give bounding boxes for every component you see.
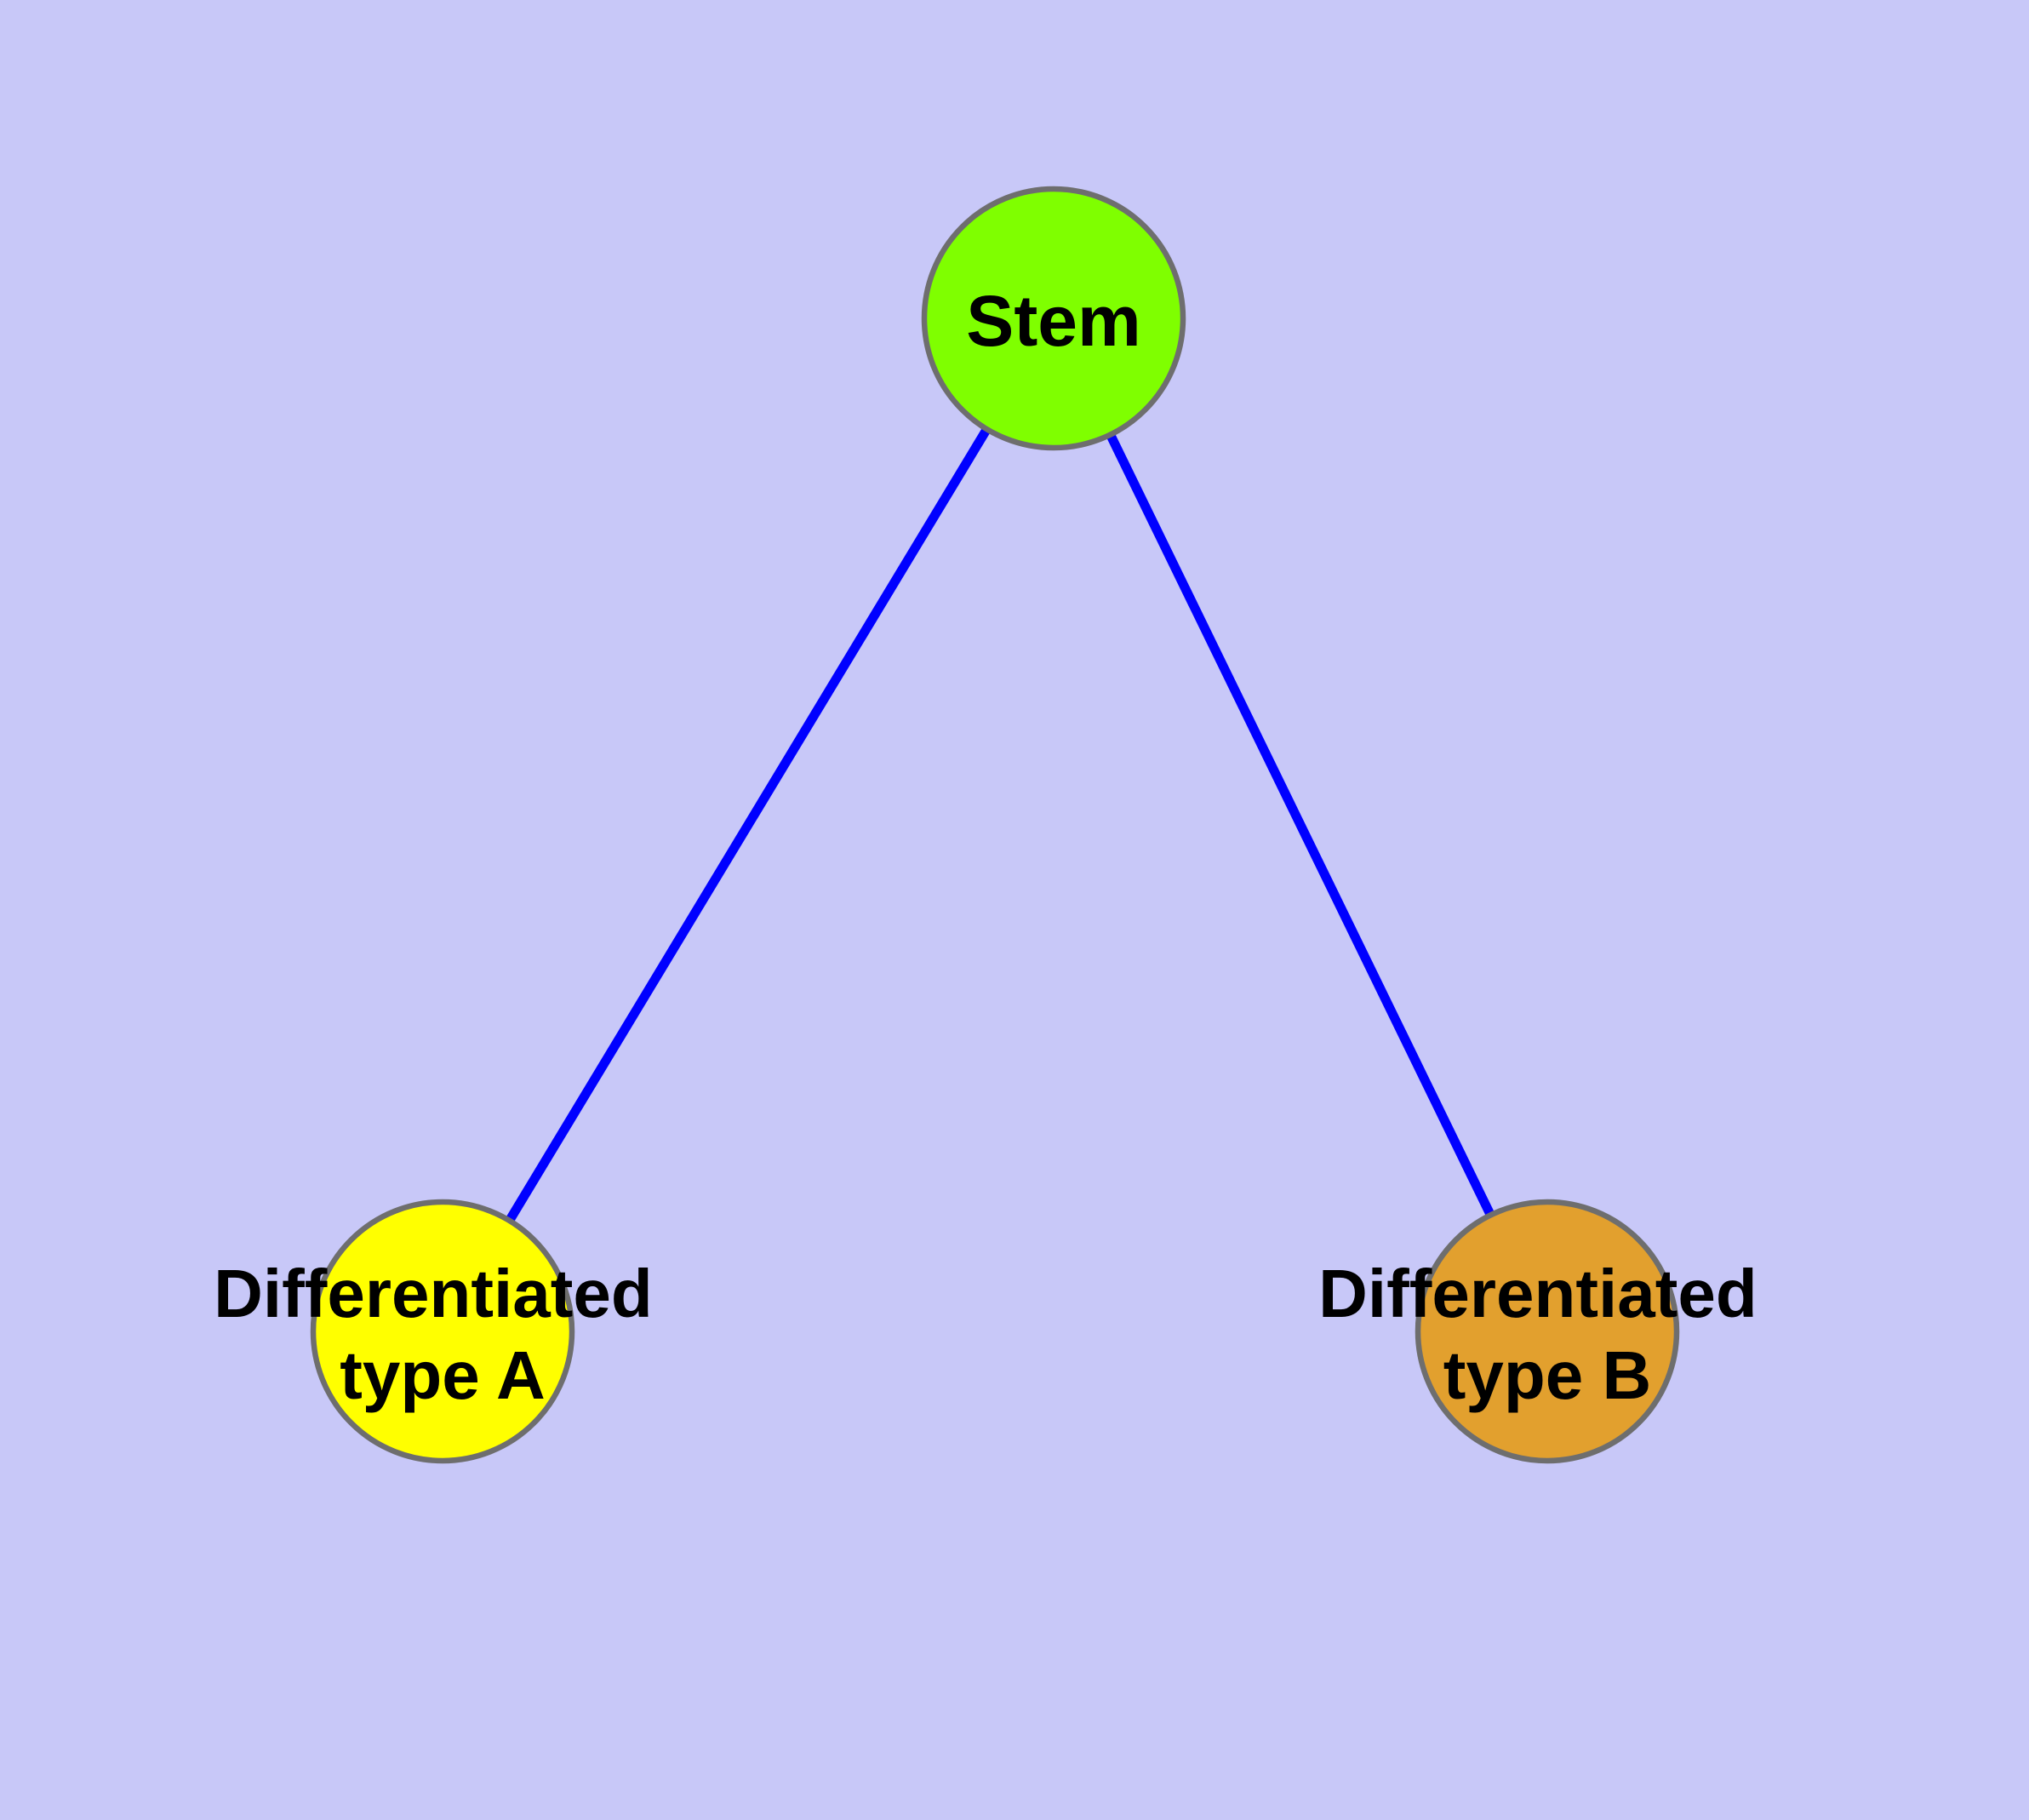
- label-layer: Stem Differentiated type A Differentiate…: [214, 281, 1776, 1413]
- edge-stem-to-differentiated-type-a[interactable]: [438, 316, 1058, 1334]
- edge-stem-to-differentiated-type-b[interactable]: [1049, 316, 1552, 1334]
- node-differentiated-type-a-label: Differentiated type A: [214, 1256, 672, 1413]
- node-differentiated-type-b-label-line-2: type B: [1443, 1337, 1652, 1413]
- node-stem-label: Stem: [966, 281, 1140, 361]
- node-layer: [310, 186, 1680, 1464]
- node-differentiated-type-a-label-line-2: type A: [340, 1337, 546, 1413]
- node-differentiated-type-b[interactable]: [1415, 1199, 1680, 1464]
- node-differentiated-type-b-label: Differentiated type B: [1318, 1256, 1776, 1413]
- node-differentiated-type-a-label-line-1: Differentiated: [214, 1256, 653, 1331]
- node-differentiated-type-a-circle[interactable]: [310, 1199, 575, 1464]
- node-differentiated-type-b-circle[interactable]: [1415, 1199, 1680, 1464]
- node-differentiated-type-a[interactable]: [310, 1199, 575, 1464]
- node-stem-label-line-1: Stem: [966, 281, 1140, 361]
- node-stem[interactable]: [921, 186, 1186, 451]
- edge-layer: [438, 316, 1552, 1334]
- node-stem-circle[interactable]: [921, 186, 1186, 451]
- node-differentiated-type-b-label-line-1: Differentiated: [1318, 1256, 1758, 1331]
